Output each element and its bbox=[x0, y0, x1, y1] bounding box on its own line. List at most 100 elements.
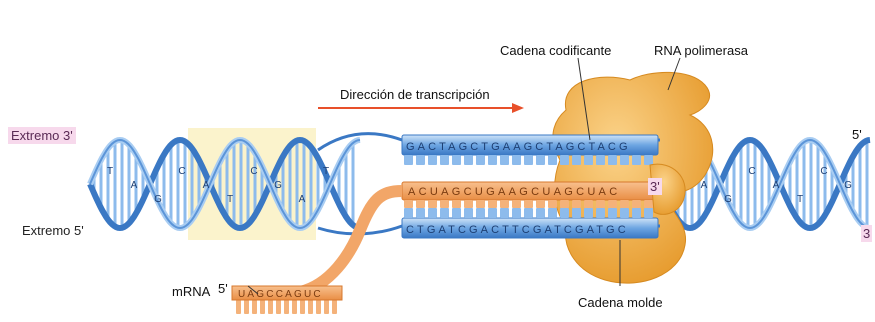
base-tooth bbox=[236, 300, 241, 314]
base-tooth bbox=[464, 208, 473, 218]
base-tooth bbox=[268, 300, 273, 314]
base-tooth bbox=[292, 300, 297, 314]
base-tooth bbox=[488, 200, 497, 208]
base-tooth bbox=[536, 155, 545, 165]
base-tooth bbox=[644, 200, 653, 208]
base-tooth bbox=[632, 155, 641, 165]
base-tooth bbox=[308, 300, 313, 314]
base-tooth bbox=[608, 200, 617, 208]
base-tooth bbox=[488, 208, 497, 218]
base-tooth bbox=[584, 155, 593, 165]
base-tooth bbox=[300, 300, 305, 314]
base-tooth bbox=[584, 208, 593, 218]
base-letter: C bbox=[250, 166, 257, 177]
base-tooth bbox=[536, 208, 545, 218]
base-tooth bbox=[452, 200, 461, 208]
base-tooth bbox=[476, 155, 485, 165]
label-template-strand: Cadena molde bbox=[578, 296, 663, 309]
base-letter: A bbox=[131, 180, 138, 191]
base-tooth bbox=[476, 208, 485, 218]
label-rna-polymerase: RNA polimerasa bbox=[654, 44, 748, 57]
base-tooth bbox=[500, 155, 509, 165]
base-tooth bbox=[440, 208, 449, 218]
base-tooth bbox=[284, 300, 289, 314]
rna-polymerase-shape bbox=[553, 72, 713, 283]
base-tooth bbox=[404, 155, 413, 165]
base-letter: A bbox=[299, 194, 306, 205]
base-tooth bbox=[464, 155, 473, 165]
base-tooth bbox=[548, 208, 557, 218]
base-letter: G bbox=[274, 180, 282, 191]
base-tooth bbox=[536, 200, 545, 208]
base-letter: A bbox=[203, 180, 210, 191]
label-coding-strand: Cadena codificante bbox=[500, 44, 611, 57]
base-tooth bbox=[500, 200, 509, 208]
base-tooth bbox=[572, 208, 581, 218]
svg-text:ACUAGCUGAAGCUAGCUAC: ACUAGCUGAAGCUAGCUAC bbox=[408, 186, 620, 198]
base-letter: A bbox=[701, 180, 708, 191]
label-3-right: 3 bbox=[861, 225, 872, 242]
base-tooth bbox=[524, 208, 533, 218]
base-tooth bbox=[416, 155, 425, 165]
base-tooth bbox=[440, 200, 449, 208]
base-tooth bbox=[644, 208, 653, 218]
base-letter: C bbox=[820, 166, 827, 177]
base-tooth bbox=[608, 155, 617, 165]
base-tooth bbox=[332, 300, 337, 314]
base-tooth bbox=[632, 208, 641, 218]
base-tooth bbox=[404, 208, 413, 218]
base-tooth bbox=[524, 155, 533, 165]
base-tooth bbox=[276, 300, 281, 314]
base-tooth bbox=[572, 200, 581, 208]
base-tooth bbox=[428, 200, 437, 208]
base-tooth bbox=[572, 155, 581, 165]
base-tooth bbox=[260, 300, 265, 314]
svg-text:UAGCCAGUC: UAGCCAGUC bbox=[238, 289, 323, 300]
base-tooth bbox=[596, 155, 605, 165]
label-5-right: 5' bbox=[852, 128, 862, 141]
base-tooth bbox=[440, 155, 449, 165]
base-tooth bbox=[324, 300, 329, 314]
base-tooth bbox=[416, 200, 425, 208]
label-mrna-5-prime: 5' bbox=[218, 282, 228, 295]
base-letter: C bbox=[748, 166, 755, 177]
base-tooth bbox=[620, 155, 629, 165]
base-tooth bbox=[500, 208, 509, 218]
label-direction: Dirección de transcripción bbox=[340, 88, 490, 101]
base-tooth bbox=[524, 200, 533, 208]
base-tooth bbox=[548, 155, 557, 165]
base-letter: G bbox=[724, 194, 732, 205]
base-letter: T bbox=[107, 166, 113, 177]
base-tooth bbox=[428, 155, 437, 165]
base-tooth bbox=[644, 155, 653, 165]
label-extremo-5-left: Extremo 5' bbox=[22, 224, 84, 237]
base-tooth bbox=[416, 208, 425, 218]
label-mrna: mRNA bbox=[172, 285, 210, 298]
base-letter: G bbox=[154, 194, 162, 205]
base-tooth bbox=[252, 300, 257, 314]
base-tooth bbox=[632, 200, 641, 208]
base-letter: A bbox=[773, 180, 780, 191]
base-letter: C bbox=[178, 166, 185, 177]
base-tooth bbox=[464, 200, 473, 208]
base-tooth bbox=[560, 200, 569, 208]
base-tooth bbox=[488, 155, 497, 165]
base-tooth bbox=[596, 200, 605, 208]
base-letter: T bbox=[323, 166, 329, 177]
base-tooth bbox=[620, 208, 629, 218]
base-letter: T bbox=[227, 194, 233, 205]
base-tooth bbox=[584, 200, 593, 208]
transcription-direction-arrow bbox=[318, 103, 524, 113]
base-tooth bbox=[404, 200, 413, 208]
svg-text:CTGATCGACTTCGATCGATGC: CTGATCGACTTCGATCGATGC bbox=[406, 224, 629, 236]
base-letter: T bbox=[797, 194, 803, 205]
base-tooth bbox=[476, 200, 485, 208]
label-rna-3-prime: 3' bbox=[648, 178, 662, 195]
base-tooth bbox=[512, 155, 521, 165]
base-tooth bbox=[452, 208, 461, 218]
base-tooth bbox=[620, 200, 629, 208]
coding-strand: GACTAGCTGAAGCTAGCTACG bbox=[318, 134, 660, 165]
base-tooth bbox=[512, 208, 521, 218]
base-letter: G bbox=[844, 180, 852, 191]
base-tooth bbox=[452, 155, 461, 165]
